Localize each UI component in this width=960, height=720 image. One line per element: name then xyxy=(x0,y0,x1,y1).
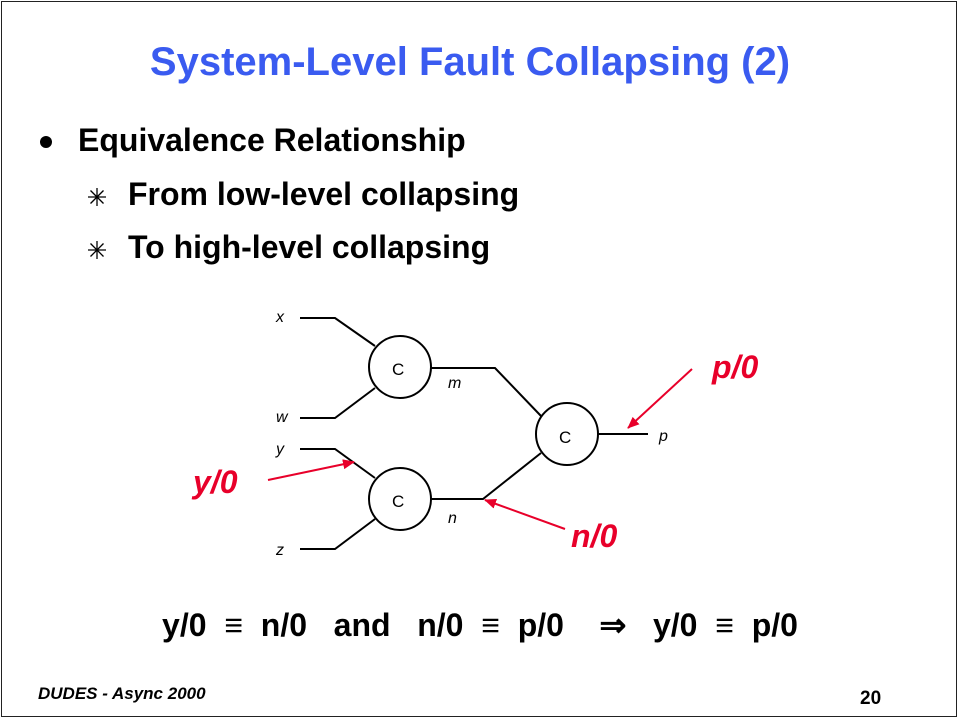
gate-label-2: C xyxy=(392,492,404,511)
fault-arrow-y xyxy=(267,459,355,481)
page-number: 20 xyxy=(860,688,882,709)
asterisk-bullet-icon xyxy=(88,188,106,206)
c-gate-3 xyxy=(535,402,599,466)
wire-label-z: z xyxy=(275,542,284,559)
wire-label-p: p xyxy=(658,428,668,445)
slide-title: System-Level Fault Collapsing (2) xyxy=(149,40,791,84)
fault-label-p: p/0 xyxy=(711,349,758,385)
subbullet-low-level: From low-level collapsing xyxy=(128,176,520,212)
gate-label-1: C xyxy=(392,360,404,379)
wire-m xyxy=(429,367,542,417)
fault-label-n: n/0 xyxy=(571,518,617,554)
wire-label-m: m xyxy=(448,375,461,392)
c-gate-2 xyxy=(368,467,432,531)
c-gate-1 xyxy=(368,335,432,399)
footer-conference: DUDES - Async 2000 xyxy=(38,684,206,703)
equivalence-equation: y/0 ≡ n/0 and n/0 ≡ p/0 ⇒ y/0 ≡ p/0 xyxy=(162,607,798,643)
asterisk-bullet-icon xyxy=(88,241,106,259)
wire-w xyxy=(300,387,376,419)
bullet-equivalence: Equivalence Relationship xyxy=(78,122,466,158)
wire-y xyxy=(300,448,376,479)
wire-label-x: x xyxy=(275,309,285,326)
bullet-dot-icon xyxy=(40,136,52,148)
wire-x xyxy=(300,317,376,347)
gate-label-3: C xyxy=(559,428,571,447)
wire-label-w: w xyxy=(276,409,289,426)
fault-label-y: y/0 xyxy=(191,464,238,500)
fault-arrow-n xyxy=(484,499,566,530)
subbullet-high-level: To high-level collapsing xyxy=(128,229,491,265)
wire-n xyxy=(429,452,542,500)
wire-z xyxy=(300,518,376,550)
fault-arrow-p xyxy=(627,368,693,429)
wire-label-y: y xyxy=(275,441,285,458)
wire-label-n: n xyxy=(448,510,457,527)
